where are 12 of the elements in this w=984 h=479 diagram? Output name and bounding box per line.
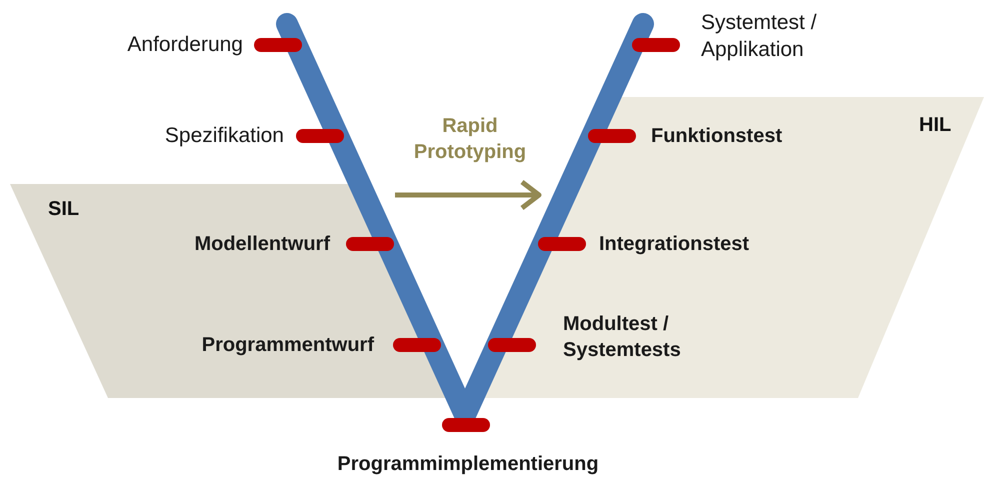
stage-label: Modultest / Systemtests <box>563 312 682 363</box>
annotation-text: Rapid Prototyping <box>412 114 528 165</box>
stage-label: Programmentwurf <box>202 333 374 358</box>
stage-label: Programmimplementierung <box>337 452 599 477</box>
stage-label: Funktionstest <box>651 124 782 149</box>
stage-label: Modellentwurf <box>194 232 330 257</box>
stage-label: Spezifikation <box>164 123 284 149</box>
stage-label: Integrationstest <box>599 232 750 257</box>
band-label: HIL <box>919 114 952 137</box>
stage-label: Systemtest / Applikation <box>701 10 818 64</box>
stage-label: Anforderung <box>127 32 243 58</box>
band-label: SIL <box>48 198 80 221</box>
